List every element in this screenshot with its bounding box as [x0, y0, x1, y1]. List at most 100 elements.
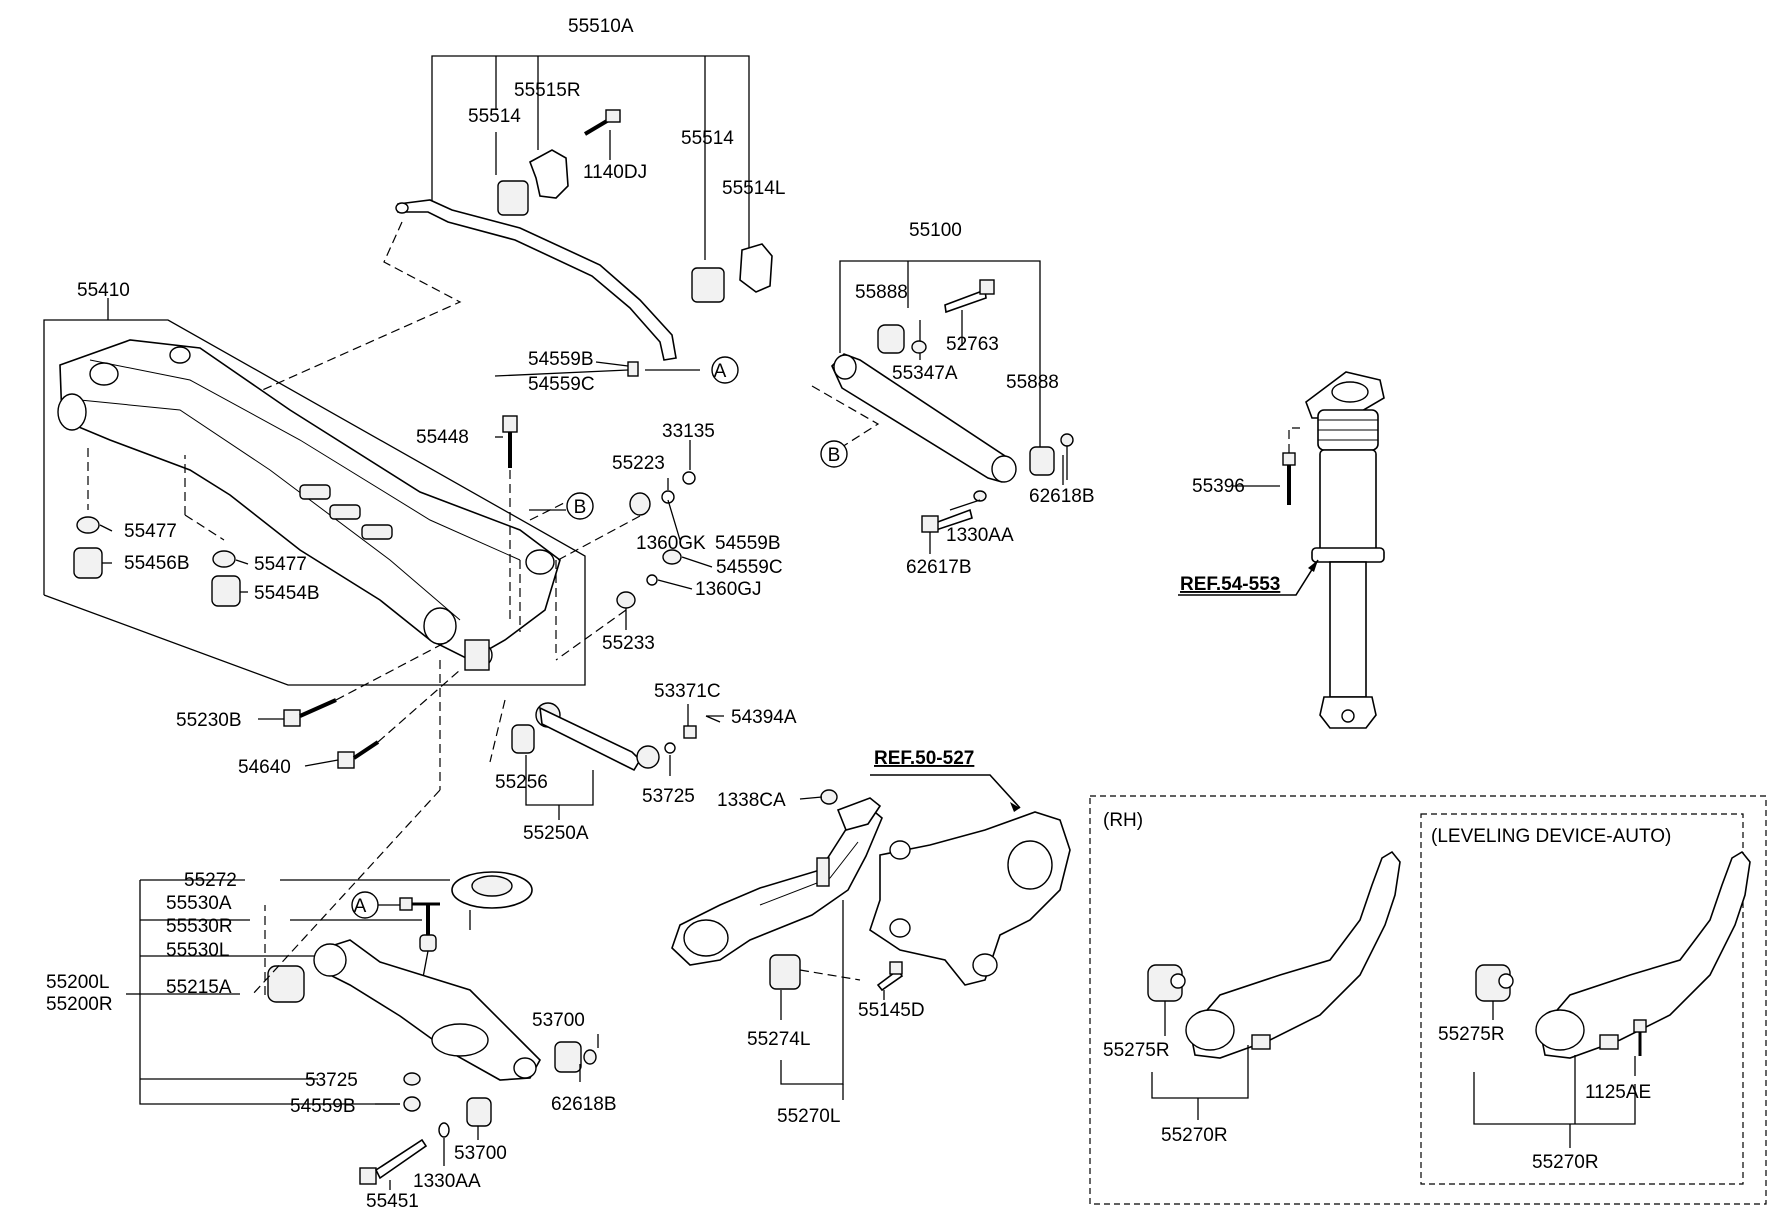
bushing-55888-upper [877, 324, 905, 354]
shock-absorber-group [1178, 371, 1385, 729]
washer-55477-b [212, 550, 236, 568]
ref-54-553: REF.54-553 [1180, 574, 1280, 595]
label-1338CA: 1338CA [717, 790, 786, 811]
trailing-arm-55270L [671, 807, 883, 966]
bushing-53700-upper [554, 1041, 582, 1073]
bracket-55515R [529, 149, 569, 199]
label-55347A: 55347A [892, 363, 958, 384]
label-54394A: 54394A [731, 707, 797, 728]
marker-B-right-label: B [828, 445, 841, 466]
bushing-55888-lower [1029, 446, 1055, 476]
bushing-55456B [73, 547, 103, 579]
label-55410: 55410 [77, 280, 130, 301]
bushing-55514-right [691, 267, 725, 303]
marker-A-top-label: A [714, 361, 727, 382]
label-54559C-mid: 54559C [716, 557, 783, 578]
label-55888-upper: 55888 [855, 282, 908, 303]
part-labels: 55510A 55515R 55514 1140DJ 55514 55514L … [46, 16, 1671, 1211]
label-55274L: 55274L [747, 1029, 810, 1050]
label-33135: 33135 [662, 421, 715, 442]
label-55448: 55448 [416, 427, 469, 448]
label-55477-b: 55477 [254, 554, 307, 575]
shock-absorber-body [1319, 449, 1377, 561]
label-53700-lower: 53700 [454, 1143, 507, 1164]
label-55200R: 55200R [46, 994, 113, 1015]
knuckle [869, 811, 1071, 986]
label-55888-lower: 55888 [1006, 372, 1059, 393]
bracket-55514L [739, 243, 773, 293]
upper-arm-55100-group [811, 260, 1074, 533]
marker-B-left [566, 492, 594, 520]
label-52763: 52763 [946, 334, 999, 355]
washer-55477-a [76, 516, 100, 534]
label-54559B-bottom: 54559B [290, 1096, 356, 1117]
bushing-55215A [267, 965, 305, 1003]
marker-A-bottom-label: A [354, 896, 367, 917]
marker-B-right [820, 440, 848, 468]
label-55454B: 55454B [254, 583, 320, 604]
ball-joint-53371C [636, 745, 660, 769]
label-53725-lower: 53725 [305, 1070, 358, 1091]
label-55215A: 55215A [166, 977, 232, 998]
label-53725-upper: 53725 [642, 786, 695, 807]
label-55275R-rh: 55275R [1103, 1040, 1170, 1061]
bolt-head-55448 [502, 415, 518, 433]
label-55515R: 55515R [514, 80, 581, 101]
rh-group [1089, 795, 1767, 1205]
link-55250A-group [489, 699, 721, 820]
label-55270R-leveling: 55270R [1532, 1152, 1599, 1173]
label-54559B-top: 54559B [528, 349, 594, 370]
label-54559B-mid: 54559B [715, 533, 781, 554]
label-55272: 55272 [184, 870, 237, 891]
label-55514-right: 55514 [681, 128, 734, 149]
label-54559C-top: 54559C [528, 374, 595, 395]
label-1140DJ: 1140DJ [583, 162, 647, 183]
lower-arm-55200-group [126, 789, 597, 1185]
trailing-arm-55270L-group [671, 774, 1071, 1100]
label-55396: 55396 [1192, 476, 1245, 497]
label-55530R: 55530R [166, 916, 233, 937]
bushing-55256 [511, 724, 535, 754]
label-1330AA-upper: 1330AA [946, 525, 1014, 546]
label-55514L: 55514L [722, 178, 785, 199]
label-55233: 55233 [602, 633, 655, 654]
bushing-53700-lower [466, 1097, 492, 1127]
label-55530L: 55530L [166, 940, 229, 961]
label-54640: 54640 [238, 757, 291, 778]
label-1125AE: 1125AE [1585, 1082, 1651, 1103]
bushing-55454B [211, 575, 241, 607]
stabilizer-link-55530 [419, 934, 437, 952]
ref-50-527: REF.50-527 [874, 748, 974, 769]
label-1360GK: 1360GK [636, 533, 706, 554]
label-55230B: 55230B [176, 710, 242, 731]
label-rh: (RH) [1103, 810, 1143, 831]
label-55223: 55223 [612, 453, 665, 474]
lower-arm-55200 [319, 939, 541, 1081]
label-62617B: 62617B [906, 557, 972, 578]
label-55514-left: 55514 [468, 106, 521, 127]
label-55256: 55256 [495, 772, 548, 793]
subframe-group [43, 298, 739, 790]
label-55145D: 55145D [858, 1000, 925, 1021]
label-53371C: 53371C [654, 681, 721, 702]
marker-B-left-label: B [574, 497, 587, 518]
label-55510A: 55510A [568, 16, 634, 37]
label-55477-a: 55477 [124, 521, 177, 542]
label-55275R-leveling: 55275R [1438, 1024, 1505, 1045]
label-55250A: 55250A [523, 823, 589, 844]
leader-lines [99, 369, 1636, 1190]
marker-A-top [711, 356, 739, 384]
label-55100: 55100 [909, 220, 962, 241]
bushing-55514-left [497, 180, 529, 216]
label-53700-upper: 53700 [532, 1010, 585, 1031]
label-55456B: 55456B [124, 553, 190, 574]
label-55200L: 55200L [46, 972, 109, 993]
label-62618B-upper: 62618B [1029, 486, 1095, 507]
label-1360GJ: 1360GJ [695, 579, 762, 600]
label-leveling-device-auto: (LEVELING DEVICE-AUTO) [1431, 826, 1671, 847]
label-55530A: 55530A [166, 893, 232, 914]
label-55270L: 55270L [777, 1106, 840, 1127]
label-62618B-lower: 62618B [551, 1094, 617, 1115]
stabilizer-bar-group [257, 55, 773, 393]
